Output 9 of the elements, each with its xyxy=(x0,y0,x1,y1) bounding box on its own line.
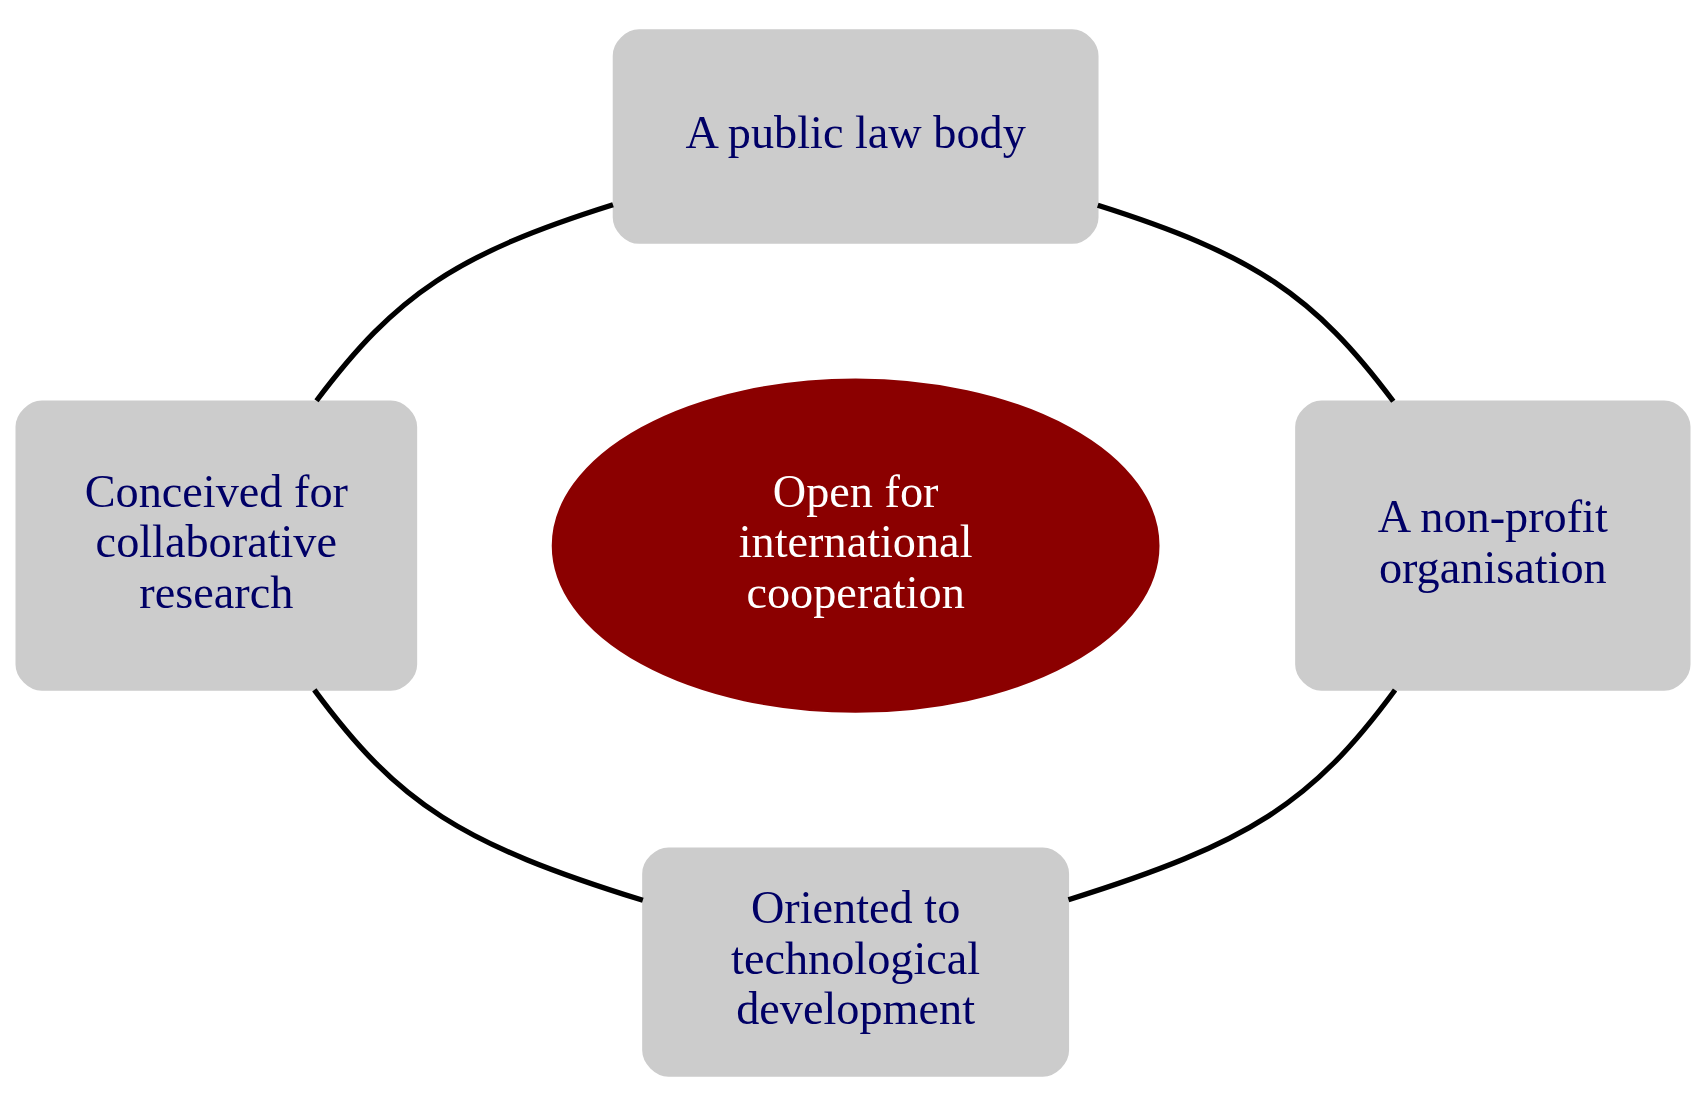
node-box: A non-profit organisation xyxy=(1295,400,1691,691)
node-box: Oriented to technological development xyxy=(642,847,1070,1077)
connector xyxy=(314,202,614,403)
connector xyxy=(1067,688,1398,903)
connector xyxy=(1096,202,1396,403)
node-box: A public law body xyxy=(612,29,1099,244)
node-box: Conceived for collaborative research xyxy=(15,400,418,691)
node-ellipse: Open for international cooperation xyxy=(551,378,1160,713)
connector xyxy=(312,688,644,903)
